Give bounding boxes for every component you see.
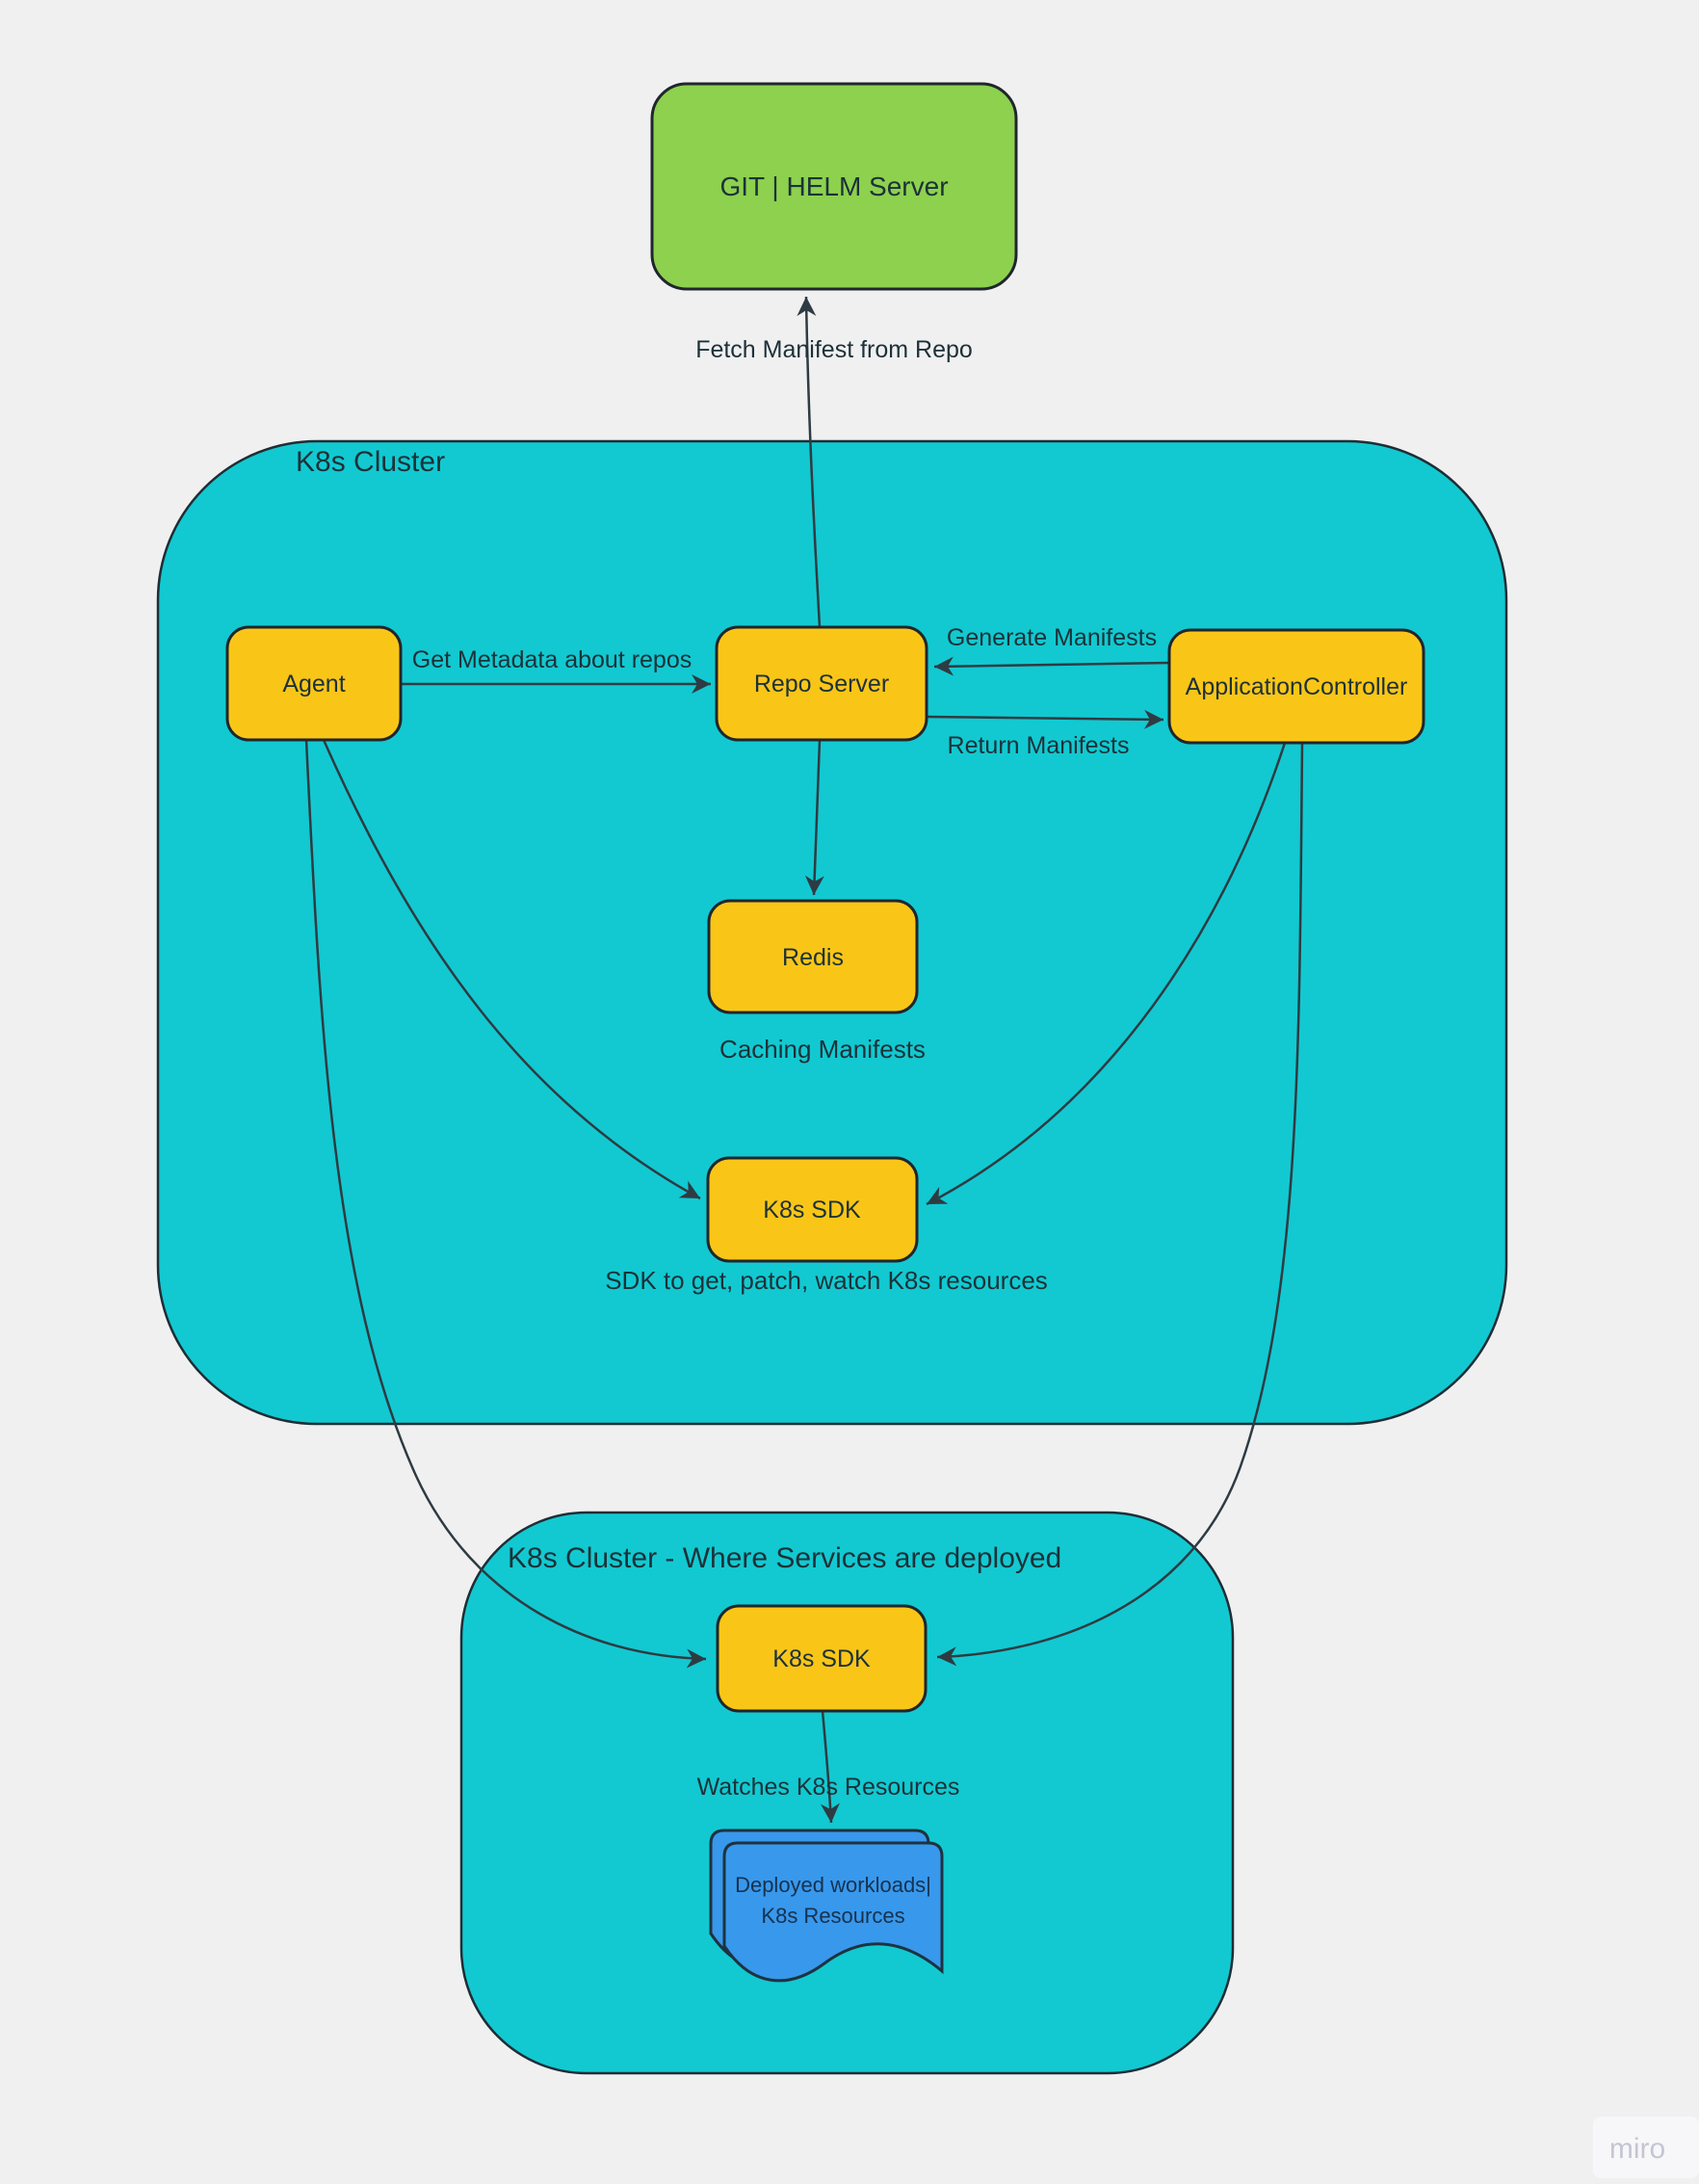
doc-label-line1: Deployed workloads| <box>735 1873 931 1897</box>
node-git-helm-server-label: GIT | HELM Server <box>719 171 948 201</box>
node-k8s-sdk-deploy[interactable] <box>716 1604 928 1713</box>
node-k8s-sdk-main-label: K8s SDK <box>763 1197 861 1224</box>
doc-front-page <box>722 1841 944 1983</box>
connector-k8s-sdk-to-workloads[interactable] <box>820 1710 840 1824</box>
node-application-controller-label: ApplicationController <box>1186 673 1408 700</box>
node-redis[interactable] <box>707 899 919 1014</box>
node-k8s-sdk-main[interactable] <box>706 1156 919 1263</box>
connector-appcontroller-to-deploy-k8s-sdk[interactable] <box>936 742 1304 1667</box>
node-redis-label: Redis <box>782 944 844 971</box>
miro-watermark-text: miro <box>1609 2133 1665 2165</box>
connector-appcontroller-to-repo-server[interactable] <box>933 656 1170 676</box>
connector-agent-to-deploy-k8s-sdk[interactable] <box>304 739 707 1669</box>
connector-repo-server-to-redis[interactable] <box>804 739 824 896</box>
container-k8s-cluster-label: K8s Cluster <box>296 446 445 478</box>
node-deployed-workloads-doc[interactable]: Deployed workloads| K8s Resources <box>709 1829 944 1983</box>
container-k8s-cluster-deploy-label: K8s Cluster - Where Services are deploye… <box>508 1542 1061 1574</box>
label-caching-manifests: Caching Manifests <box>719 1035 926 1064</box>
label-get-metadata: Get Metadata about repos <box>412 646 692 673</box>
label-fetch-manifest: Fetch Manifest from Repo <box>695 336 973 363</box>
connector-repo-server-to-appcontroller[interactable] <box>926 709 1164 729</box>
node-k8s-sdk-deploy-label: K8s SDK <box>772 1645 871 1672</box>
node-git-helm-server[interactable] <box>650 82 1018 291</box>
miro-watermark-background <box>1593 2117 1699 2178</box>
container-k8s-cluster-deploy[interactable] <box>459 1511 1235 2075</box>
connector-repo-server-to-git-helm[interactable] <box>797 296 822 628</box>
connector-agent-to-k8s-sdk[interactable] <box>322 739 701 1200</box>
node-repo-server[interactable] <box>715 625 928 742</box>
label-generate-manifests: Generate Manifests <box>947 624 1157 651</box>
label-watches-resources: Watches K8s Resources <box>697 1774 960 1801</box>
label-sdk-caption: SDK to get, patch, watch K8s resources <box>605 1266 1048 1295</box>
doc-label-line2: K8s Resources <box>761 1904 904 1928</box>
node-application-controller[interactable] <box>1167 628 1425 745</box>
label-return-manifests: Return Manifests <box>948 732 1130 759</box>
node-repo-server-label: Repo Server <box>754 671 889 697</box>
node-agent[interactable] <box>225 625 403 742</box>
connector-appcontroller-to-k8s-sdk[interactable] <box>926 742 1287 1206</box>
node-agent-label: Agent <box>282 671 345 697</box>
miro-watermark[interactable]: miro <box>1593 2117 1699 2178</box>
